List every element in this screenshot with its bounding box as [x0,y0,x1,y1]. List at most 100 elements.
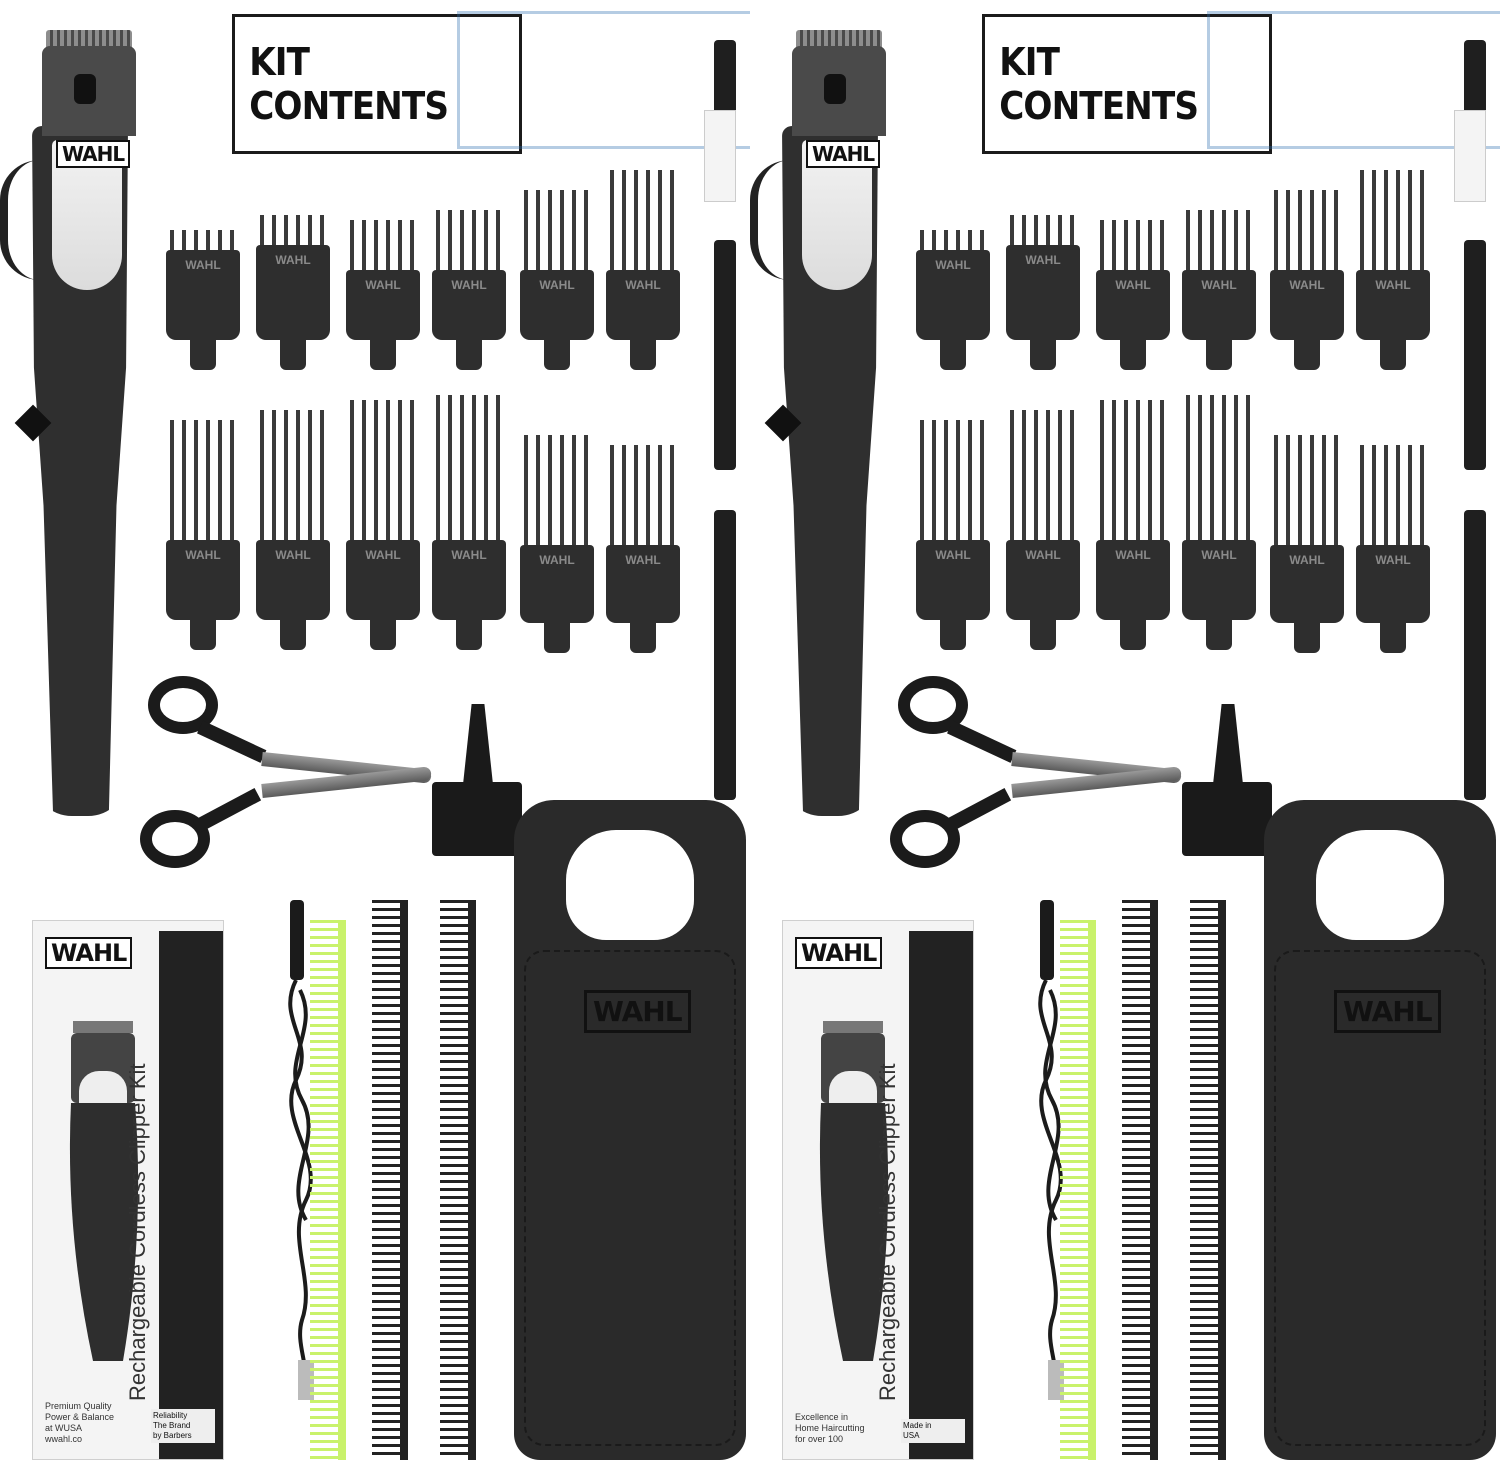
side-guide-strip-2 [1464,510,1486,800]
product-box: WAHL Rechargeable Cordless Clipper Kit E… [782,920,974,1460]
side-trimmer [1464,40,1486,120]
guide-comb-tab [630,340,656,370]
box-clipper-image [819,1021,889,1361]
storage-bag: WAHL [1264,800,1496,1460]
guide-comb: WAHL [166,420,240,650]
guide-comb-tab [456,620,482,650]
guide-comb-teeth [1360,445,1426,545]
guide-comb: WAHL [916,230,990,370]
bag-zipper [524,950,736,1446]
clipper-brand-logo: WAHL [56,140,131,168]
guide-comb-label: WAHL [1289,278,1325,292]
guide-comb-label: WAHL [451,548,487,562]
guide-comb: WAHL [166,230,240,370]
guide-comb-tab [1380,623,1406,653]
guide-comb-label: WAHL [1375,278,1411,292]
guide-comb-label: WAHL [275,253,311,267]
clipper-blade [796,30,882,48]
cleaning-brush-head [1182,782,1272,856]
barber-comb-2 [1190,900,1226,1460]
guide-comb-tab [940,620,966,650]
box-small-text: Excellence in Home Haircutting for over … [795,1412,865,1444]
guide-comb-teeth [170,230,236,250]
guide-comb-label: WAHL [1115,548,1151,562]
guide-comb: WAHL [1006,410,1080,650]
title-accent-frame [1207,11,1500,149]
clipper-cord [0,160,46,280]
guide-comb-teeth [1186,210,1252,270]
kit-title: KIT CONTENTS [249,40,449,128]
guide-comb-teeth [350,220,416,270]
power-button-icon [74,74,96,104]
guide-comb-teeth [1100,220,1166,270]
product-box: WAHL Rechargeable Cordless Clipper Kit P… [32,920,224,1460]
box-badge: Reliability The Brand by Barbers [151,1409,215,1443]
scissor-shank-bottom [192,787,262,834]
guide-comb-tab [544,340,570,370]
guide-comb: WAHL [1096,400,1170,650]
guide-comb-teeth [1274,190,1340,270]
guide-comb-tab [190,620,216,650]
guide-comb: WAHL [1270,190,1344,370]
power-button-icon [824,74,846,104]
scissor-shank-top [197,720,267,763]
guide-comb-label: WAHL [935,258,971,272]
guide-comb-label: WAHL [1201,278,1237,292]
guide-comb-label: WAHL [1201,548,1237,562]
guide-comb-teeth [524,190,590,270]
guide-comb-tab [1380,340,1406,370]
cleaning-brush-icon [1212,704,1244,794]
guide-comb-label: WAHL [365,278,401,292]
box-clipper-image [69,1021,139,1361]
barber-comb-1 [1122,900,1158,1460]
guide-comb-teeth [1360,170,1426,270]
guide-comb-tab [630,623,656,653]
guide-comb-label: WAHL [451,278,487,292]
guide-comb-label: WAHL [1115,278,1151,292]
guide-comb-teeth [610,445,676,545]
bag-brand-logo: WAHL [584,990,691,1033]
guide-comb: WAHL [916,420,990,650]
bag-zipper [1274,950,1486,1446]
guide-comb: WAHL [606,170,680,370]
guide-comb-teeth [260,215,326,245]
scissor-shank-top [947,720,1017,763]
guide-comb-teeth [610,170,676,270]
box-brand-logo: WAHL [795,937,883,969]
side-trimmer [714,40,736,120]
guide-comb-teeth [436,395,502,540]
bag-handle [1316,830,1444,940]
guide-comb-label: WAHL [539,553,575,567]
guide-comb-teeth [350,400,416,540]
guide-comb: WAHL [256,410,330,650]
guide-comb-label: WAHL [625,553,661,567]
guide-comb-tab [1120,340,1146,370]
guide-comb-label: WAHL [625,278,661,292]
guide-comb-teeth [436,210,502,270]
side-label-card [1454,110,1486,202]
kit-title: KIT CONTENTS [999,40,1199,128]
guide-comb-label: WAHL [1375,553,1411,567]
guide-comb: WAHL [1182,395,1256,650]
guide-comb-tab [1294,340,1320,370]
guide-comb: WAHL [520,435,594,653]
box-dark-side [909,931,973,1459]
guide-comb: WAHL [432,395,506,650]
guide-comb-tab [1206,620,1232,650]
guide-comb: WAHL [256,215,330,370]
bag-handle [566,830,694,940]
guide-comb-teeth [920,420,986,540]
guide-comb: WAHL [1356,445,1430,653]
bag-brand-logo: WAHL [1334,990,1441,1033]
guide-comb-tab [940,340,966,370]
barber-comb-2 [440,900,476,1460]
guide-comb: WAHL [346,400,420,650]
storage-bag: WAHL [514,800,746,1460]
box-small-text: Premium Quality Power & Balance at WUSA … [45,1401,115,1444]
clipper-cord [750,160,796,280]
guide-comb-tab [1294,623,1320,653]
guide-comb-teeth [920,230,986,250]
guide-comb-teeth [1010,215,1076,245]
barber-comb-green [310,920,346,1460]
